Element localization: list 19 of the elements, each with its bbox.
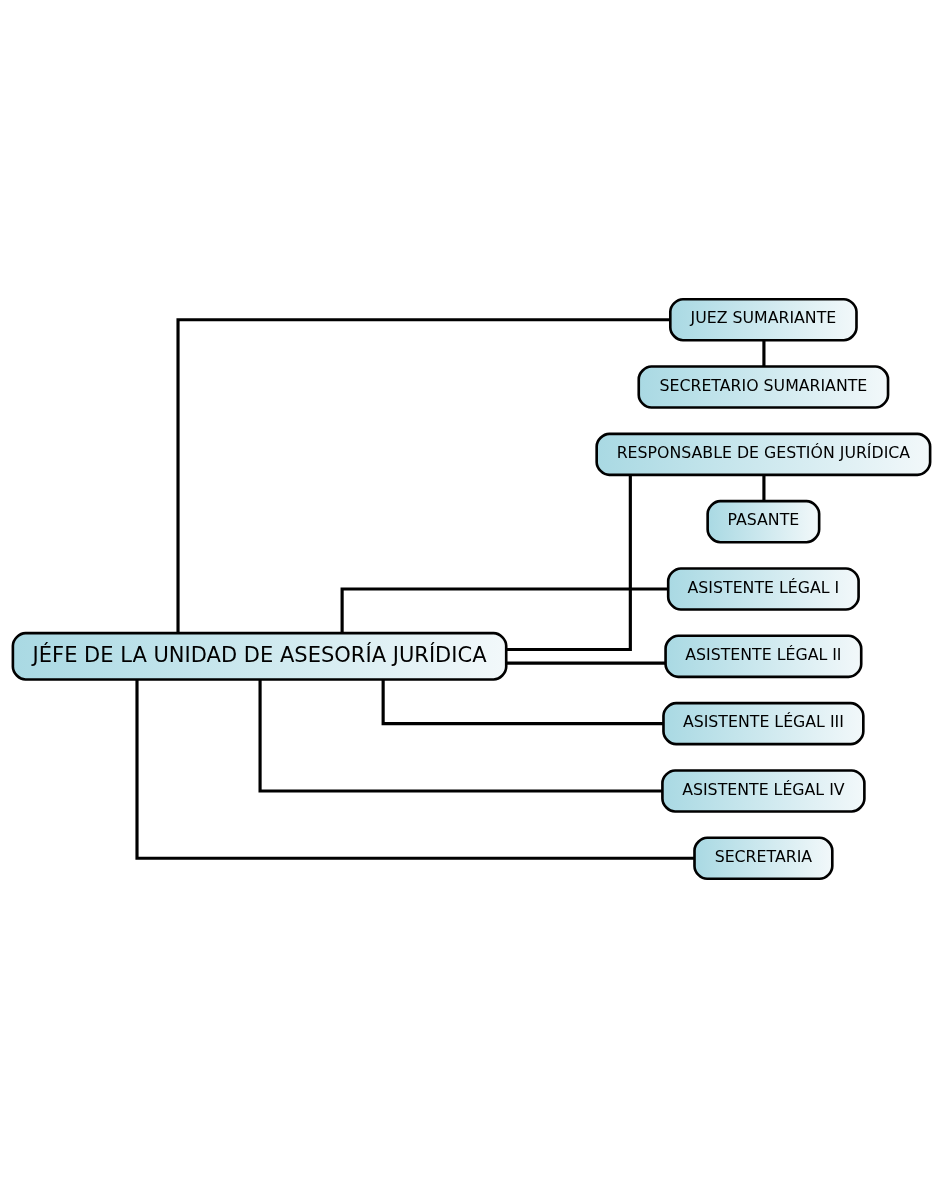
node-box: JUEZ SUMARIANTE bbox=[669, 297, 858, 342]
connector bbox=[381, 679, 663, 726]
connector bbox=[762, 474, 766, 501]
connector bbox=[135, 679, 695, 860]
connector bbox=[258, 679, 663, 793]
node-box: ASISTENTE LÉGAL IV bbox=[661, 769, 866, 813]
node-box: RESPONSABLE DE GESTIÓN JURÍDICA bbox=[595, 432, 932, 477]
connector bbox=[506, 474, 632, 652]
connector bbox=[506, 661, 666, 665]
node-box: SECRETARIO SUMARIANTE bbox=[637, 365, 890, 409]
node-box: ASISTENTE LÉGAL II bbox=[664, 634, 863, 679]
connector bbox=[762, 340, 766, 367]
node-box: PASANTE bbox=[706, 499, 821, 544]
node-box: SECRETARIA bbox=[693, 836, 834, 881]
node-box: ASISTENTE LÉGAL III bbox=[662, 701, 865, 746]
node-box: ASISTENTE LÉGAL I bbox=[666, 567, 860, 611]
connector bbox=[176, 318, 670, 633]
connector bbox=[340, 587, 668, 634]
node-box: JÉFE DE LA UNIDAD DE ASESORÍA JURÍDICA bbox=[11, 631, 508, 681]
